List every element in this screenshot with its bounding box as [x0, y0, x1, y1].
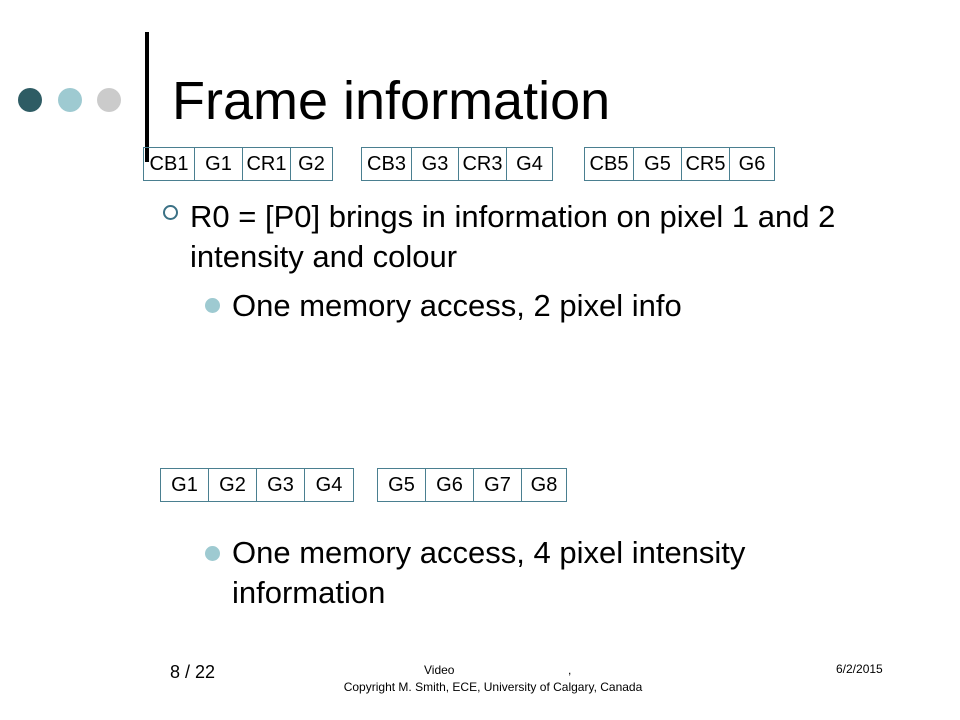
- slide-date: 6/2/2015: [836, 662, 883, 676]
- register-group-2: CB3 G3 CR3 G4: [361, 147, 553, 181]
- register-cell: CR5: [681, 147, 730, 181]
- sub-bullet-1: One memory access, 2 pixel info: [205, 286, 905, 326]
- register-cell: G6: [425, 468, 474, 502]
- register-cell: CB5: [584, 147, 634, 181]
- register-group-3: CB5 G5 CR5 G6: [584, 147, 775, 181]
- register-cell: G5: [377, 468, 426, 502]
- register-cell: G1: [160, 468, 209, 502]
- sub-bullet-2-text: One memory access, 4 pixel intensity inf…: [232, 535, 746, 610]
- register-cell: G5: [633, 147, 682, 181]
- register-cell: CB1: [143, 147, 195, 181]
- slide-footer: Video , Copyright M. Smith, ECE, Univers…: [318, 662, 668, 696]
- register-cell: G8: [521, 468, 567, 502]
- sub-bullet-1-text: One memory access, 2 pixel info: [232, 288, 682, 323]
- register-cell: CR3: [458, 147, 507, 181]
- register-group-4: G1 G2 G3 G4: [160, 468, 354, 502]
- slide-title: Frame information: [172, 71, 611, 131]
- register-cell: G6: [729, 147, 775, 181]
- main-bullet: R0 = [P0] brings in information on pixel…: [163, 197, 923, 277]
- register-cell: G7: [473, 468, 522, 502]
- register-cell: G3: [256, 468, 305, 502]
- register-cell: G2: [290, 147, 333, 181]
- bullet-dot-icon: [205, 546, 220, 561]
- register-cell: G4: [304, 468, 354, 502]
- footer-copyright: Copyright M. Smith, ECE, University of C…: [343, 680, 643, 694]
- register-group-1: CB1 G1 CR1 G2: [143, 147, 333, 181]
- footer-topic: Video: [424, 663, 455, 677]
- register-cell: G4: [506, 147, 553, 181]
- title-divider: [145, 32, 149, 162]
- register-cell: CB3: [361, 147, 412, 181]
- decor-dot-teal: [58, 88, 82, 112]
- page-number: 8 / 22: [170, 662, 216, 682]
- register-group-5: G5 G6 G7 G8: [377, 468, 567, 502]
- register-cell: CR1: [242, 147, 291, 181]
- decor-dot-gray: [97, 88, 121, 112]
- register-cell: G3: [411, 147, 459, 181]
- main-bullet-text: R0 = [P0] brings in information on pixel…: [190, 199, 836, 274]
- register-cell: G1: [194, 147, 243, 181]
- footer-mark: ,: [568, 663, 572, 677]
- decor-dot-dark: [18, 88, 42, 112]
- bullet-dot-icon: [205, 298, 220, 313]
- bullet-ring-icon: [163, 205, 178, 220]
- sub-bullet-2: One memory access, 4 pixel intensity inf…: [205, 533, 905, 613]
- register-cell: G2: [208, 468, 257, 502]
